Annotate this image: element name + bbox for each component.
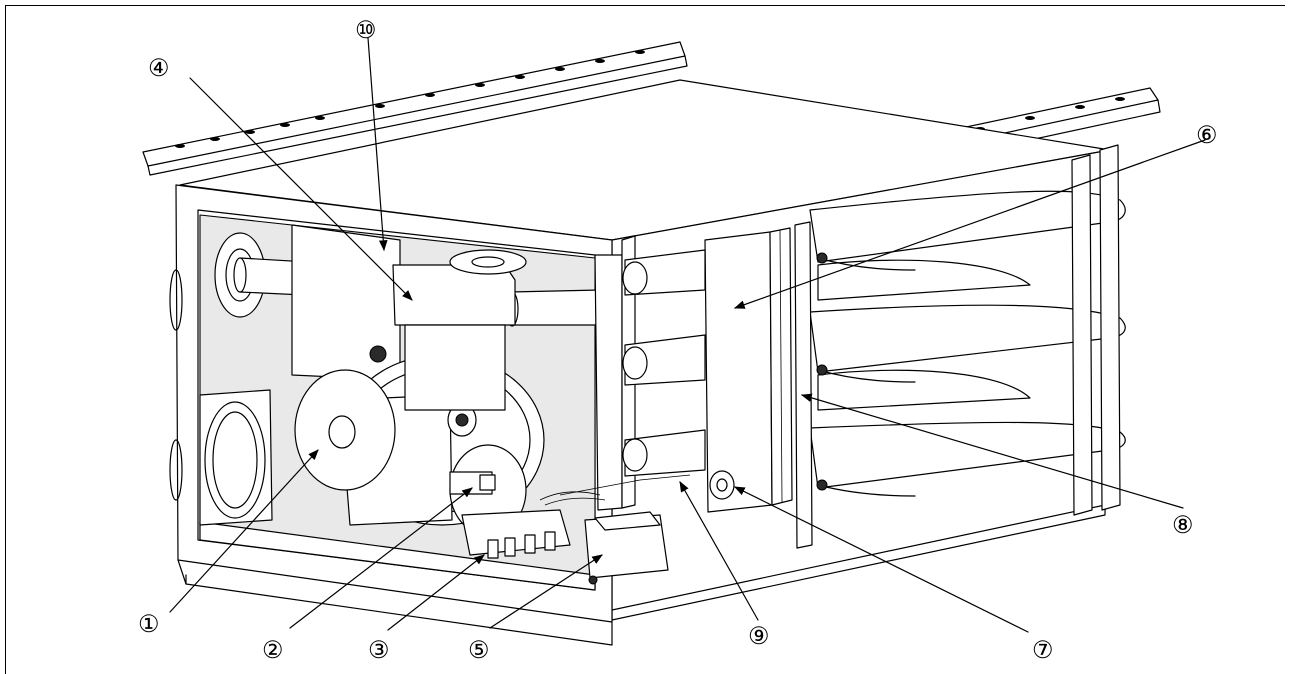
heater-terminal-panel (704, 227, 793, 513)
leader-lines (169, 37, 1206, 633)
transformer (584, 511, 669, 585)
drawing-frame (5, 5, 1285, 674)
callout-10: ⑩ (355, 16, 377, 44)
heater-coils-right (809, 190, 1126, 497)
callout-9: ⑨ (748, 622, 770, 650)
callout-1: ① (138, 610, 160, 638)
callout-2: ② (262, 636, 284, 664)
terminal-block (461, 509, 571, 559)
callout-3: ③ (368, 636, 390, 664)
callout-7: ⑦ (1032, 636, 1054, 664)
callouts: ① ② ③ ④ ⑤ ⑥ ⑦ ⑧ ⑨ ⑩ (138, 16, 1218, 664)
wiring (539, 474, 691, 506)
interior-floor (199, 521, 596, 591)
inlet-duct-collar (169, 269, 273, 526)
heater-elements-left (622, 249, 706, 477)
top-mounting-rail-left (142, 41, 688, 176)
control-box (392, 249, 527, 411)
callout-4: ④ (148, 54, 170, 82)
callout-8: ⑧ (1172, 511, 1194, 539)
callout-5: ⑤ (468, 636, 490, 664)
heater-support-rails (794, 144, 1121, 549)
callout-6: ⑥ (1196, 121, 1218, 149)
limit-switch (709, 470, 735, 500)
